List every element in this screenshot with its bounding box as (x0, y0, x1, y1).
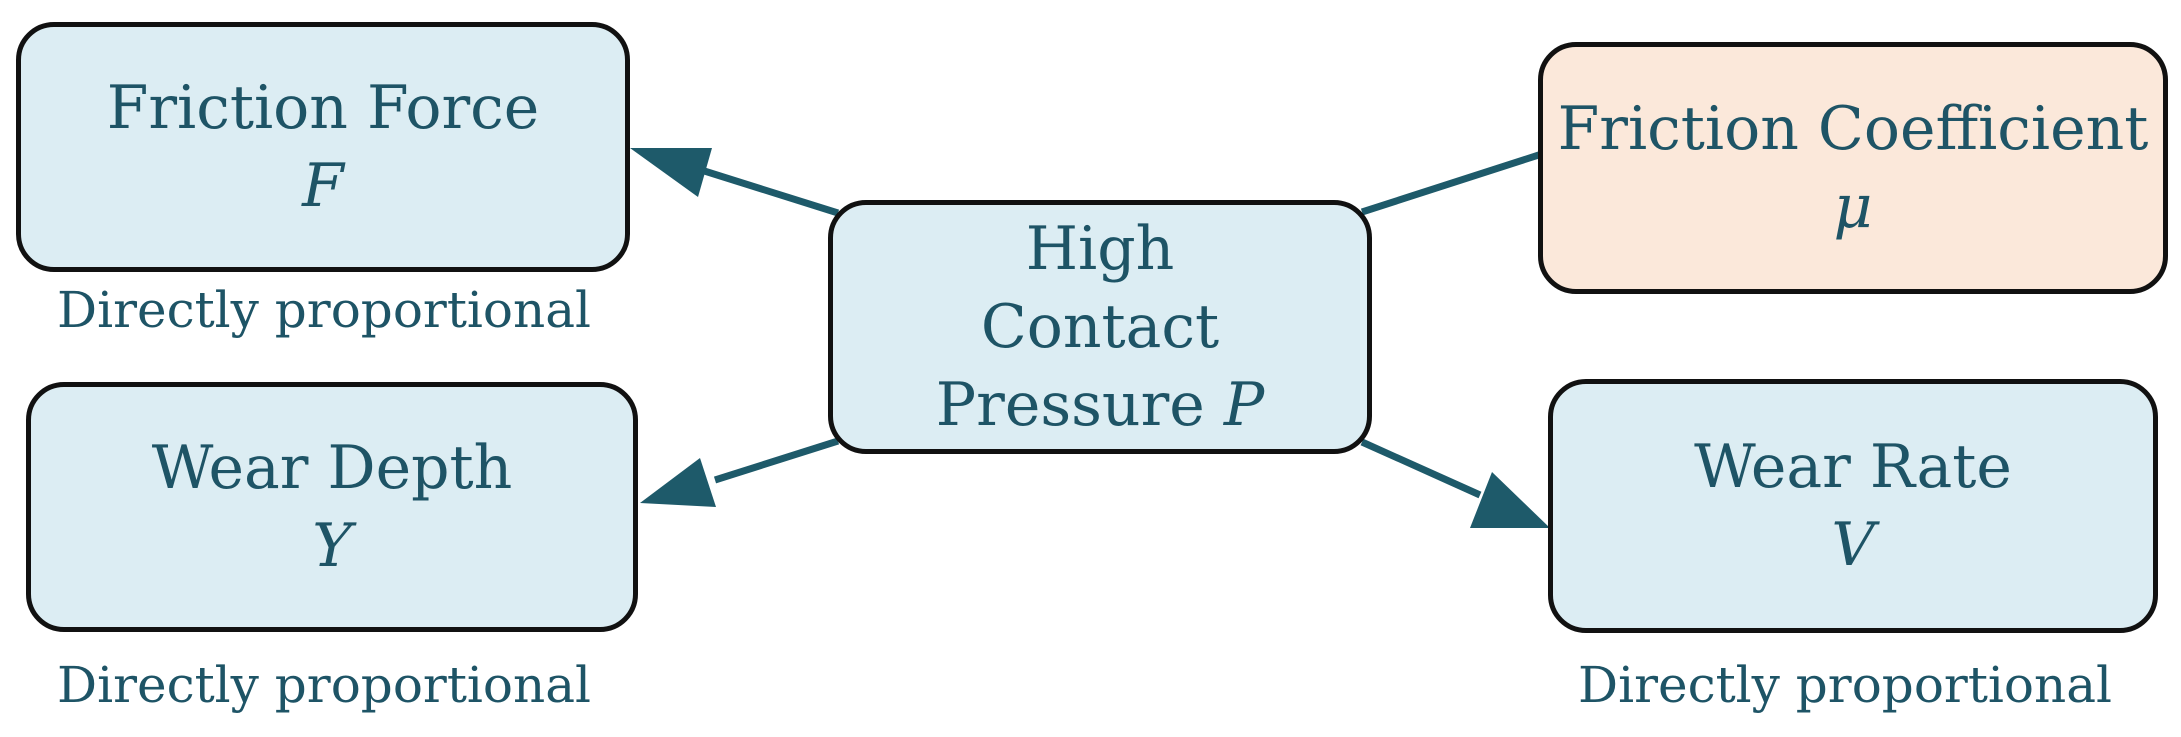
caption-friction-force: Directly proportional (57, 281, 592, 339)
node-wear-depth: Wear Depth Y (26, 382, 638, 632)
node-symbol: μ (1833, 172, 1873, 242)
edge-pressure-to-wear-depth (713, 437, 840, 484)
node-title: Wear Depth (151, 433, 513, 503)
node-line-3: Pressure P (936, 366, 1264, 444)
edge-pressure-to-wear-rate (1360, 438, 1482, 499)
arrowhead-wear-rate (1470, 472, 1550, 528)
node-contact-pressure: High Contact Pressure P (828, 200, 1372, 454)
node-title: Friction Force (106, 73, 540, 143)
node-title: Friction Coefficient (1557, 94, 2149, 164)
arrowhead-friction-force (630, 148, 712, 197)
node-title: Wear Rate (1694, 432, 2012, 502)
caption-wear-depth: Directly proportional (57, 656, 592, 714)
node-symbol: F (302, 151, 344, 221)
arrowhead-wear-depth (640, 458, 716, 507)
edge-pressure-to-friction-force (696, 165, 840, 217)
node-friction-coefficient: Friction Coefficient μ (1538, 42, 2168, 294)
node-line-1: High (1025, 214, 1175, 284)
node-line-2: Contact (980, 292, 1220, 362)
node-line-3-prefix: Pressure (935, 370, 1205, 440)
node-wear-rate: Wear Rate V (1548, 379, 2158, 633)
node-symbol: V (1831, 510, 1875, 580)
node-symbol: P (1223, 370, 1265, 440)
node-friction-force: Friction Force F (16, 22, 630, 272)
node-symbol: Y (312, 511, 352, 581)
edge-pressure-to-friction-coefficient (1360, 148, 1550, 216)
caption-wear-rate: Directly proportional (1578, 656, 2113, 714)
